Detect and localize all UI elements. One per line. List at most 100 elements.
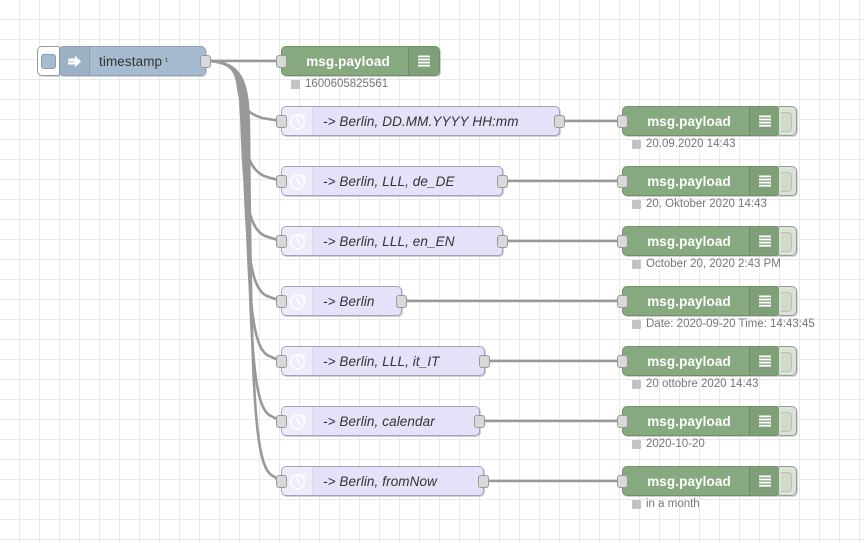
debug-node-5-label: msg.payload	[647, 293, 731, 309]
debug-node-6-enable-toggle[interactable]	[779, 346, 797, 376]
inject-button-square-icon	[41, 53, 56, 69]
clock-icon	[282, 467, 313, 495]
time-node-7-input-port[interactable]	[276, 475, 287, 488]
time-node-1-input-port[interactable]	[276, 115, 287, 128]
debug-node-6-label: msg.payload	[647, 353, 731, 369]
debug-node-4-status-text: October 20, 2020 2:43 PM	[646, 258, 781, 270]
clock-icon	[282, 107, 313, 135]
debug-lines-icon	[749, 167, 780, 195]
debug-node-2[interactable]: msg.payload	[617, 106, 797, 136]
time-node-5-input-port[interactable]	[276, 355, 287, 368]
time-node-4[interactable]: -> Berlin	[276, 286, 407, 316]
time-node-4-output-port[interactable]	[396, 295, 407, 308]
inject-node-superscript: ¹	[165, 56, 169, 66]
debug-node-1-input-port[interactable]	[276, 55, 287, 68]
debug-lines-icon	[749, 407, 780, 435]
clock-icon	[282, 227, 313, 255]
debug-node-2-status-text: 20.09.2020 14:43	[646, 138, 736, 150]
time-node-3[interactable]: -> Berlin, LLL, en_EN	[276, 226, 508, 256]
debug-node-8-enable-toggle[interactable]	[779, 466, 797, 496]
inject-trigger-button[interactable]	[37, 46, 59, 76]
time-node-7-label: -> Berlin, fromNow	[323, 473, 437, 489]
inject-arrow-icon	[59, 47, 90, 75]
time-node-4-label: -> Berlin	[323, 293, 375, 309]
debug-node-3-status-text: 20. Oktober 2020 14:43	[646, 198, 767, 210]
debug-node-5-status-text: Date: 2020-09-20 Time: 14:43:45	[646, 318, 815, 330]
wire-inject-to-time3	[204, 59, 283, 303]
debug-node-7-enable-toggle[interactable]	[779, 406, 797, 436]
time-node-7[interactable]: -> Berlin, fromNow	[276, 466, 489, 496]
debug-node-8-status-text: in a month	[646, 498, 700, 510]
inject-node-label: timestamp ¹	[90, 47, 205, 75]
status-dot-icon	[632, 139, 641, 149]
status-dot-icon	[632, 379, 641, 389]
time-node-6-output-port[interactable]	[474, 415, 485, 428]
time-node-7-output-port[interactable]	[478, 475, 489, 488]
time-node-2-input-port[interactable]	[276, 175, 287, 188]
time-node-1-label: -> Berlin, DD.MM.YYYY HH:mm	[323, 113, 519, 129]
debug-node-2-input-port[interactable]	[617, 115, 628, 128]
debug-lines-icon	[749, 347, 780, 375]
time-node-5-label: -> Berlin, LLL, it_IT	[323, 353, 440, 369]
debug-node-5-status: Date: 2020-09-20 Time: 14:43:45	[632, 318, 815, 330]
debug-node-8-input-port[interactable]	[617, 475, 628, 488]
debug-lines-icon	[408, 47, 439, 75]
status-dot-icon	[632, 259, 641, 269]
debug-node-3-status: 20. Oktober 2020 14:43	[632, 198, 767, 210]
debug-node-7-status: 2020-10-20	[632, 438, 705, 450]
wire-inject-to-time2	[204, 59, 283, 243]
status-dot-icon	[632, 199, 641, 209]
time-node-4-input-port[interactable]	[276, 295, 287, 308]
time-node-3-output-port[interactable]	[497, 235, 508, 248]
debug-node-4[interactable]: msg.payload	[617, 226, 797, 256]
debug-node-4-enable-toggle[interactable]	[779, 226, 797, 256]
time-node-2-label: -> Berlin, LLL, de_DE	[323, 173, 455, 189]
debug-node-1[interactable]: msg.payload	[276, 46, 440, 76]
debug-node-8[interactable]: msg.payload	[617, 466, 797, 496]
clock-icon	[282, 287, 313, 315]
debug-node-6[interactable]: msg.payload	[617, 346, 797, 376]
debug-node-4-input-port[interactable]	[617, 235, 628, 248]
time-node-3-label: -> Berlin, LLL, en_EN	[323, 233, 455, 249]
debug-node-6-status-text: 20 ottobre 2020 14:43	[646, 378, 759, 390]
time-node-5[interactable]: -> Berlin, LLL, it_IT	[276, 346, 490, 376]
debug-node-2-status: 20.09.2020 14:43	[632, 138, 736, 150]
debug-node-4-status: October 20, 2020 2:43 PM	[632, 258, 781, 270]
debug-node-5[interactable]: msg.payload	[617, 286, 797, 316]
inject-output-port[interactable]	[200, 55, 211, 68]
inject-node-timestamp[interactable]: timestamp ¹	[37, 46, 211, 76]
debug-node-3-label: msg.payload	[647, 173, 731, 189]
debug-node-3-enable-toggle[interactable]	[779, 166, 797, 196]
debug-node-7-label: msg.payload	[647, 413, 731, 429]
time-node-5-output-port[interactable]	[479, 355, 490, 368]
debug-node-3[interactable]: msg.payload	[617, 166, 797, 196]
time-node-3-input-port[interactable]	[276, 235, 287, 248]
status-dot-icon	[291, 79, 300, 89]
time-node-6[interactable]: -> Berlin, calendar	[276, 406, 485, 436]
wire-inject-to-time4	[204, 59, 283, 363]
time-node-1-output-port[interactable]	[554, 115, 565, 128]
debug-lines-icon	[749, 467, 780, 495]
time-node-2-output-port[interactable]	[497, 175, 508, 188]
time-node-2[interactable]: -> Berlin, LLL, de_DE	[276, 166, 508, 196]
time-node-1[interactable]: -> Berlin, DD.MM.YYYY HH:mm	[276, 106, 565, 136]
status-dot-icon	[632, 499, 641, 509]
debug-node-6-input-port[interactable]	[617, 355, 628, 368]
status-dot-icon	[632, 319, 641, 329]
debug-node-1-status-text: 1600605825561	[305, 78, 389, 90]
debug-node-3-input-port[interactable]	[617, 175, 628, 188]
debug-node-5-input-port[interactable]	[617, 295, 628, 308]
debug-node-1-status: 1600605825561	[291, 78, 388, 90]
debug-node-7[interactable]: msg.payload	[617, 406, 797, 436]
clock-icon	[282, 407, 313, 435]
clock-icon	[282, 167, 313, 195]
debug-node-2-enable-toggle[interactable]	[779, 106, 797, 136]
debug-node-5-enable-toggle[interactable]	[779, 286, 797, 316]
debug-node-7-input-port[interactable]	[617, 415, 628, 428]
debug-node-8-label: msg.payload	[647, 473, 731, 489]
debug-lines-icon	[749, 227, 780, 255]
time-node-6-input-port[interactable]	[276, 415, 287, 428]
debug-lines-icon	[749, 107, 780, 135]
